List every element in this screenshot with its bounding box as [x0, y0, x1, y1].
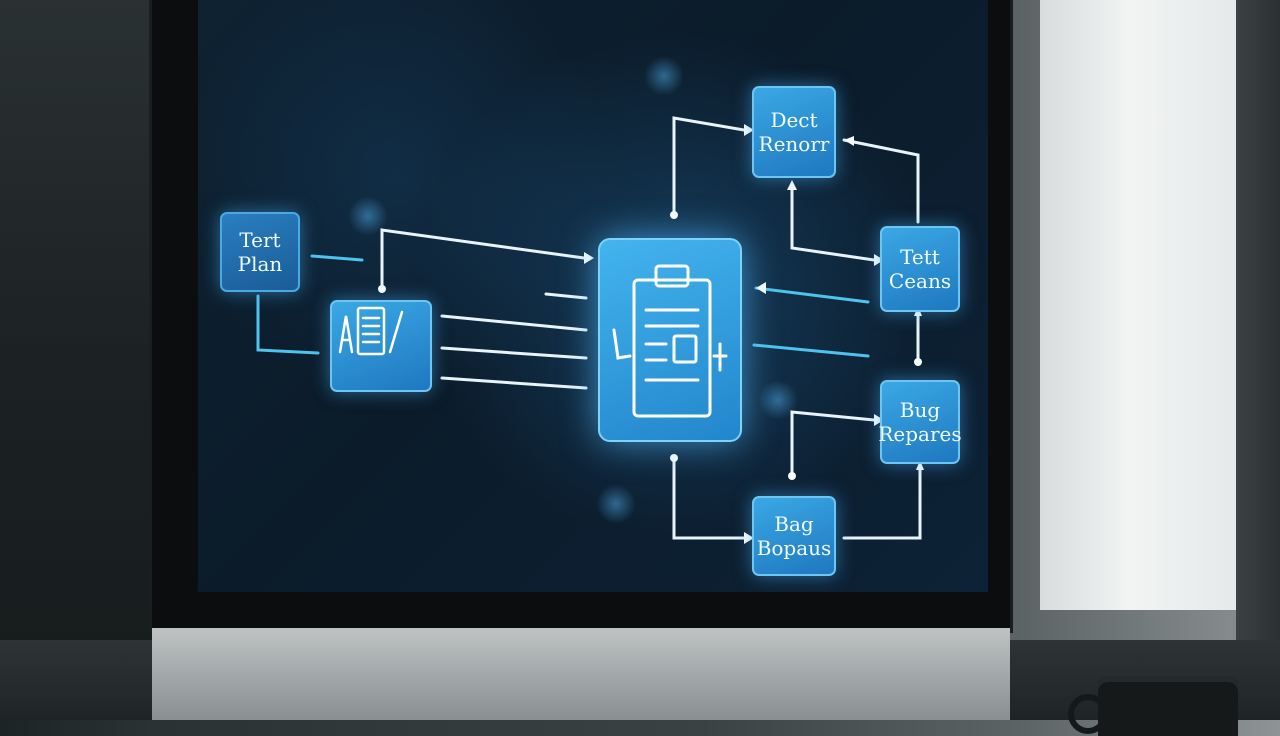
- arrow-head: [874, 254, 884, 266]
- arrow-head: [844, 136, 854, 146]
- node-central-clipboard: [598, 238, 742, 442]
- connector-line: [256, 294, 320, 355]
- connector-dot: [378, 285, 386, 293]
- connector-line: [440, 346, 588, 360]
- node-document-edit: [330, 300, 432, 392]
- connector-line: [672, 456, 746, 540]
- arrow-head: [874, 414, 884, 426]
- background-wall: [0, 0, 160, 720]
- node-test-report: Dect Renorr: [752, 86, 836, 178]
- arrow-head: [744, 532, 754, 544]
- connector-dot: [788, 472, 796, 480]
- connector-line: [790, 184, 876, 262]
- node-test-cases: Tett Ceans: [880, 226, 960, 312]
- arrow-head: [584, 252, 594, 264]
- connector-line: [310, 254, 364, 262]
- connector-line: [842, 138, 920, 224]
- monitor-screen: Tert Plan Dect Renorr Tett Ceans Bug Rep…: [198, 0, 988, 592]
- connector-dot: [670, 211, 678, 219]
- node-test-plan: Tert Plan: [220, 212, 300, 292]
- connector-line: [754, 286, 870, 304]
- connector-line: [380, 228, 586, 291]
- connector-dot: [670, 454, 678, 462]
- clipboard-document-icon: [612, 264, 728, 418]
- monitor-chin: [152, 628, 1010, 720]
- arrow-head: [916, 460, 924, 470]
- coffee-mug: [1098, 676, 1238, 736]
- document-pen-icon: [338, 306, 404, 356]
- node-bug-reports-bottom: Bag Bopaus: [752, 496, 836, 576]
- glow-dot: [644, 56, 684, 96]
- connector-dot: [914, 358, 922, 366]
- connector-line: [790, 410, 876, 478]
- connector-line: [440, 314, 588, 332]
- connector-line: [440, 376, 588, 390]
- connector-line: [672, 116, 746, 217]
- connector-line: [842, 466, 922, 540]
- arrow-head: [787, 180, 797, 190]
- window-light: [1040, 0, 1240, 610]
- node-bug-reports-right: Bug Repares: [878, 380, 962, 464]
- window-frame: [1236, 0, 1280, 720]
- diagram-connectors: [256, 116, 924, 544]
- arrow-head: [756, 282, 766, 294]
- connector-line: [544, 292, 588, 300]
- glow-dot: [596, 484, 636, 524]
- connector-line: [752, 343, 870, 358]
- arrow-head: [744, 124, 754, 136]
